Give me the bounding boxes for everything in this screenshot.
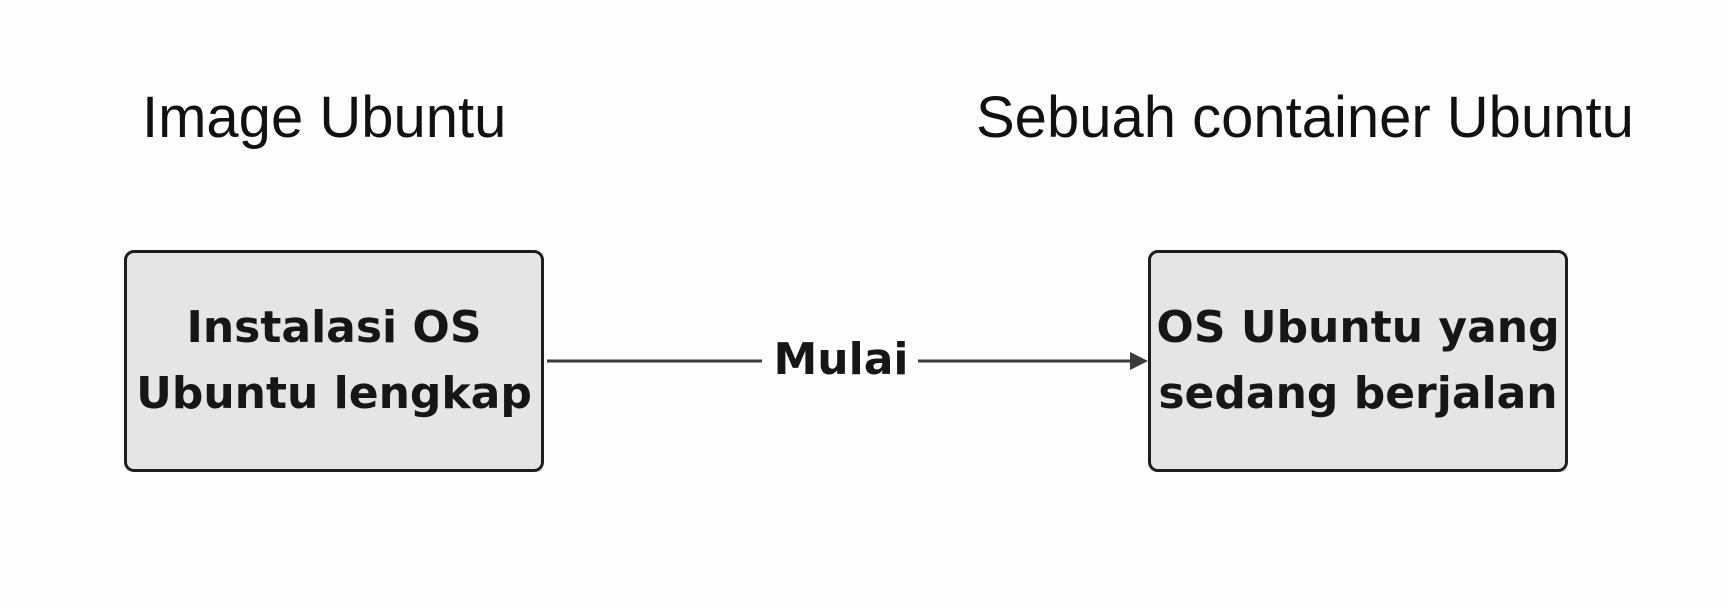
ubuntu-container-heading: Sebuah container Ubuntu bbox=[976, 85, 1634, 150]
image-node-label: Instalasi OS Ubuntu lengkap bbox=[136, 295, 532, 427]
start-arrow-head bbox=[1130, 352, 1148, 370]
image-node-label-line2: Ubuntu lengkap bbox=[136, 368, 532, 419]
container-node-label-line2: sedang berjalan bbox=[1158, 368, 1558, 419]
start-arrow-label: Mulai bbox=[773, 334, 909, 385]
image-node: Instalasi OS Ubuntu lengkap bbox=[124, 250, 544, 472]
image-node-label-line1: Instalasi OS bbox=[186, 302, 482, 353]
image-ubuntu-heading: Image Ubuntu bbox=[142, 85, 507, 150]
container-node-label: OS Ubuntu yang sedang berjalan bbox=[1156, 295, 1559, 427]
container-node: OS Ubuntu yang sedang berjalan bbox=[1148, 250, 1568, 472]
container-node-label-line1: OS Ubuntu yang bbox=[1156, 302, 1560, 353]
